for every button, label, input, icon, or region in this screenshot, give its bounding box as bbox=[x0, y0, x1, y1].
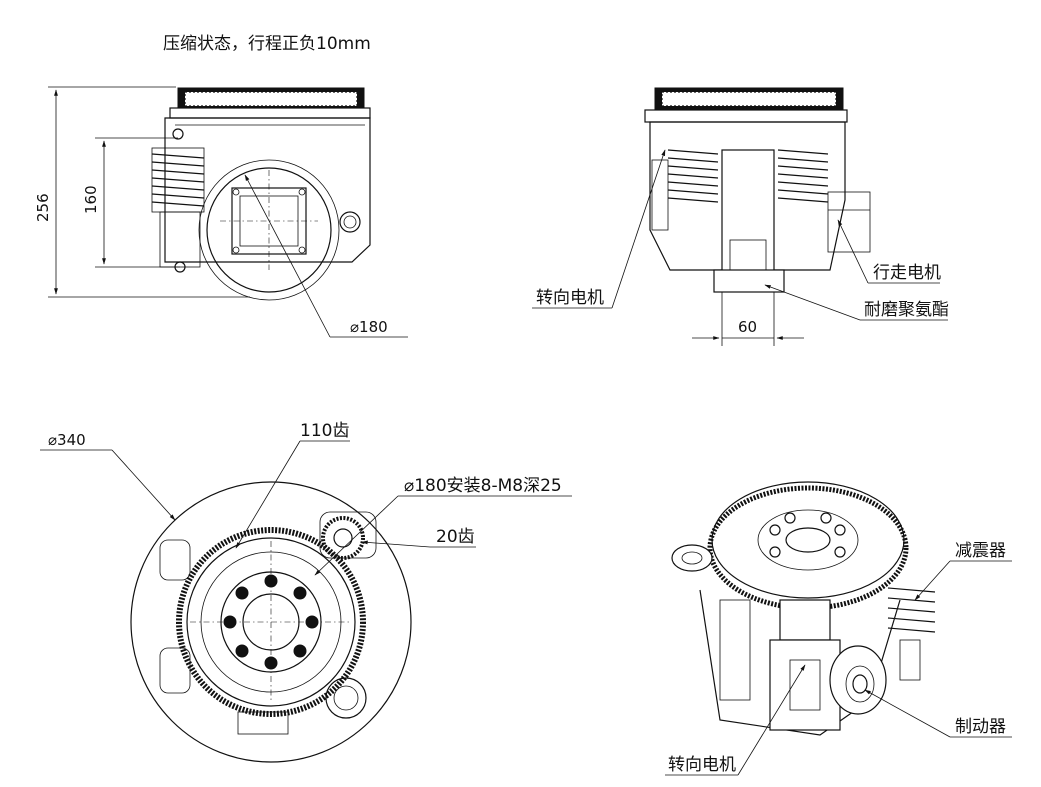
iso-view: 减震器 制动器 转向电机 bbox=[665, 481, 1012, 776]
label-tread: 耐磨聚氨酯 bbox=[864, 300, 949, 320]
label-drive-motor: 行走电机 bbox=[873, 263, 941, 283]
side-view: 256 160 ⌀180 bbox=[34, 86, 408, 338]
pinion-gear-icon bbox=[321, 516, 365, 560]
bolt-holes bbox=[223, 574, 319, 670]
dim-256: 256 bbox=[34, 193, 52, 222]
label-steering-motor-front: 转向电机 bbox=[536, 288, 604, 308]
dim-60: 60 bbox=[738, 318, 757, 336]
label-brake: 制动器 bbox=[955, 717, 1006, 737]
label-damper: 减震器 bbox=[955, 541, 1006, 561]
spring-icon bbox=[151, 147, 205, 213]
dim-160: 160 bbox=[82, 185, 100, 214]
label-pinion-20-teeth: 20齿 bbox=[436, 527, 475, 547]
label-steering-motor-iso: 转向电机 bbox=[668, 755, 736, 775]
top-view: ⌀340 110齿 ⌀180安装8-M8深25 20齿 bbox=[40, 421, 572, 763]
damper-spring-icon bbox=[887, 587, 936, 633]
drawing-title: 压缩状态，行程正负10mm bbox=[163, 34, 371, 54]
spring-icon bbox=[667, 149, 829, 203]
dim-wheel-180: ⌀180 bbox=[350, 318, 388, 336]
label-mount-holes: ⌀180安装8-M8深25 bbox=[404, 476, 562, 496]
front-view: 转向电机 行走电机 耐磨聚氨酯 60 bbox=[532, 87, 949, 346]
label-ring-110-teeth: 110齿 bbox=[300, 421, 349, 441]
dim-outer-340: ⌀340 bbox=[48, 431, 86, 449]
